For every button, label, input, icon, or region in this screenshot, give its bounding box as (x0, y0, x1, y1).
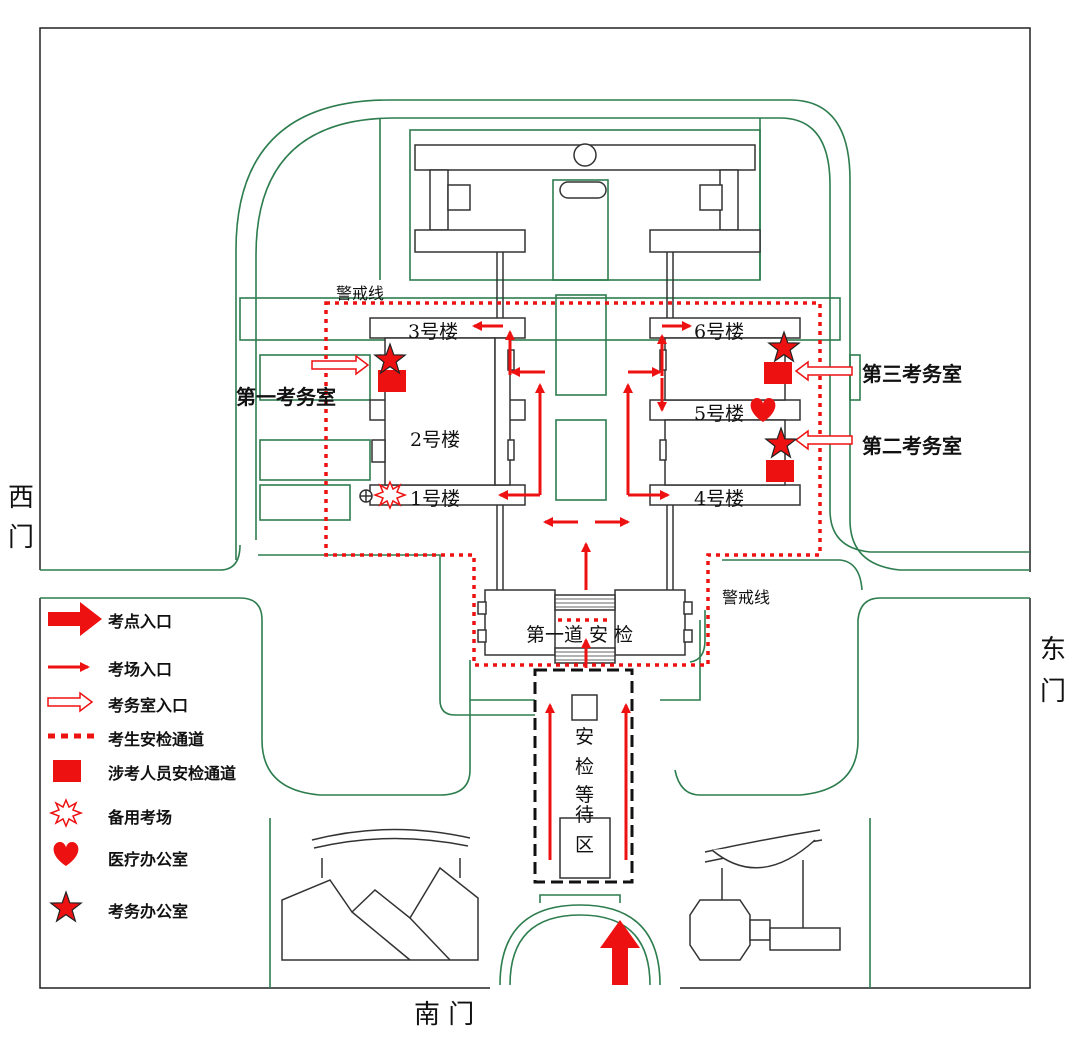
pavilion (689, 829, 841, 961)
west-gate-label-2: 门 (8, 523, 35, 553)
building-6-label: 6号楼 (694, 321, 745, 343)
waiting-char-4: 待 (575, 804, 595, 826)
route-arrows (472, 321, 692, 860)
east-gate-label-1: 东 (1040, 635, 1067, 665)
building-3-label: 3号楼 (408, 321, 459, 343)
campus-boundary (39, 27, 1031, 989)
checkpoint-label: 第一道 安 检 (526, 624, 634, 646)
office-entrance-arrows (311, 354, 853, 451)
legend-burst-icon (48, 798, 84, 828)
mountain-sculpture (281, 828, 479, 961)
legend-heart-icon (53, 842, 79, 866)
main-entrance-arrow (600, 920, 640, 985)
legend-label-staff-channel: 涉考人员安检通道 (108, 764, 237, 783)
hollow-arrow-first-office (311, 354, 370, 376)
office-stars (373, 330, 801, 459)
cordon-label-bottom: 警戒线 (722, 588, 771, 607)
building-5-label: 5号楼 (694, 403, 745, 425)
third-office-label: 第三考务室 (862, 362, 962, 386)
legend-label-office-entrance: 考务室入口 (108, 696, 189, 715)
legend-label-backup-room: 备用考场 (108, 808, 173, 827)
second-office-label: 第二考务室 (862, 434, 962, 458)
cordon-label-top: 警戒线 (336, 284, 385, 303)
east-buildings (649, 317, 801, 590)
star-first-office (373, 342, 407, 375)
legend-label-room-entrance: 考场入口 (108, 660, 173, 679)
legend-hollow-arrow-icon (47, 691, 94, 713)
legend-symbols (47, 602, 102, 923)
legend-thick-arrow-icon (48, 602, 102, 636)
west-buildings (359, 317, 526, 590)
first-office-label: 第一考务室 (236, 385, 336, 409)
south-gate-label: 南 门 (414, 1000, 475, 1030)
road-network (40, 99, 1030, 988)
building-4-label: 4号楼 (694, 488, 745, 510)
building-2-label: 2号楼 (410, 429, 461, 451)
waiting-char-5: 区 (575, 834, 595, 856)
building-1-label: 1号楼 (410, 488, 461, 510)
legend-label-main-entrance: 考点入口 (108, 612, 173, 631)
north-building (414, 143, 761, 322)
legend-star-icon (49, 890, 83, 923)
star-third-office (767, 330, 801, 363)
medical-heart-icon (750, 398, 776, 422)
waiting-char-3: 等 (575, 784, 595, 806)
waiting-area (533, 668, 634, 884)
backup-room-burst-icon (372, 480, 408, 510)
east-gate-label-2: 门 (1040, 677, 1067, 707)
legend-label-student-channel: 考生安检通道 (108, 730, 205, 749)
cordon-line (324, 301, 822, 667)
waiting-char-1: 安 (575, 726, 595, 748)
star-second-office (764, 426, 798, 459)
hollow-arrow-third-office (794, 360, 853, 382)
hollow-arrow-second-office (794, 429, 853, 451)
staff-square-second (766, 460, 794, 482)
legend-label-medical-office: 医疗办公室 (108, 850, 189, 869)
legend-red-square-icon (53, 760, 81, 782)
west-gate-label-1: 西 (8, 483, 35, 513)
waiting-char-2: 检 (575, 756, 595, 778)
staff-square-first (378, 370, 406, 392)
staff-channels (378, 362, 794, 482)
legend-label-exam-office: 考务办公室 (108, 902, 189, 921)
staff-square-third (764, 362, 792, 384)
